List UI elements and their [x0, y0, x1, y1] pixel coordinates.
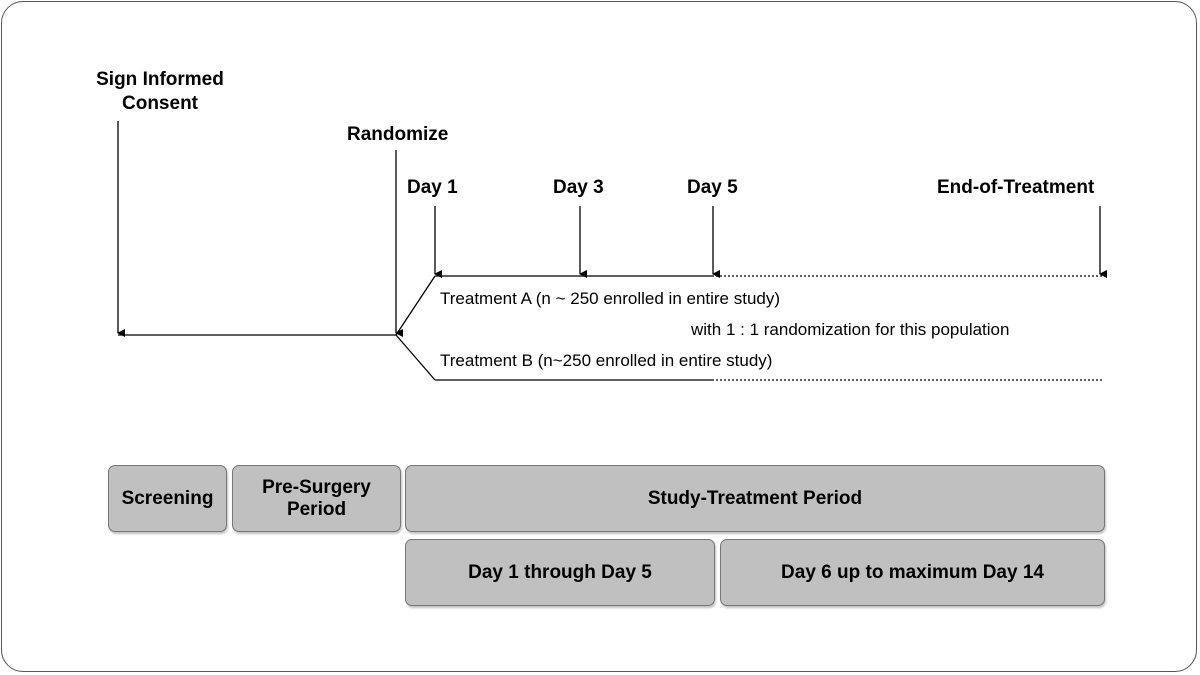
day1-5-box-label: Day 1 through Day 5 — [468, 561, 652, 583]
consent-label: Sign Informed Consent — [96, 69, 224, 114]
end-of-treatment-label: End-of-Treatment — [937, 177, 1095, 198]
day1-5-box: Day 1 through Day 5 — [405, 539, 715, 606]
randomize-label: Randomize — [347, 124, 449, 145]
study-treatment-box: Study-Treatment Period — [405, 465, 1105, 532]
branch-b — [395, 334, 436, 381]
screening-box: Screening — [108, 465, 227, 532]
pre-surgery-box: Pre-Surgery Period — [232, 465, 401, 532]
day6-14-box: Day 6 up to maximum Day 14 — [720, 539, 1105, 606]
treatment-a-label: Treatment A (n ~ 250 enrolled in entire … — [440, 289, 781, 308]
pre-surgery-box-label: Pre-Surgery Period — [262, 476, 371, 520]
randomization-note: with 1 : 1 randomization for this popula… — [691, 320, 1010, 339]
screening-box-label: Screening — [121, 487, 214, 509]
branch-a — [395, 275, 436, 336]
day3-label: Day 3 — [553, 177, 604, 198]
day1-label: Day 1 — [407, 177, 458, 198]
day6-14-box-label: Day 6 up to maximum Day 14 — [781, 561, 1044, 583]
treatment-b-label: Treatment B (n~250 enrolled in entire st… — [440, 351, 773, 370]
study-treatment-box-label: Study-Treatment Period — [647, 487, 863, 509]
day5-label: Day 5 — [687, 177, 738, 198]
